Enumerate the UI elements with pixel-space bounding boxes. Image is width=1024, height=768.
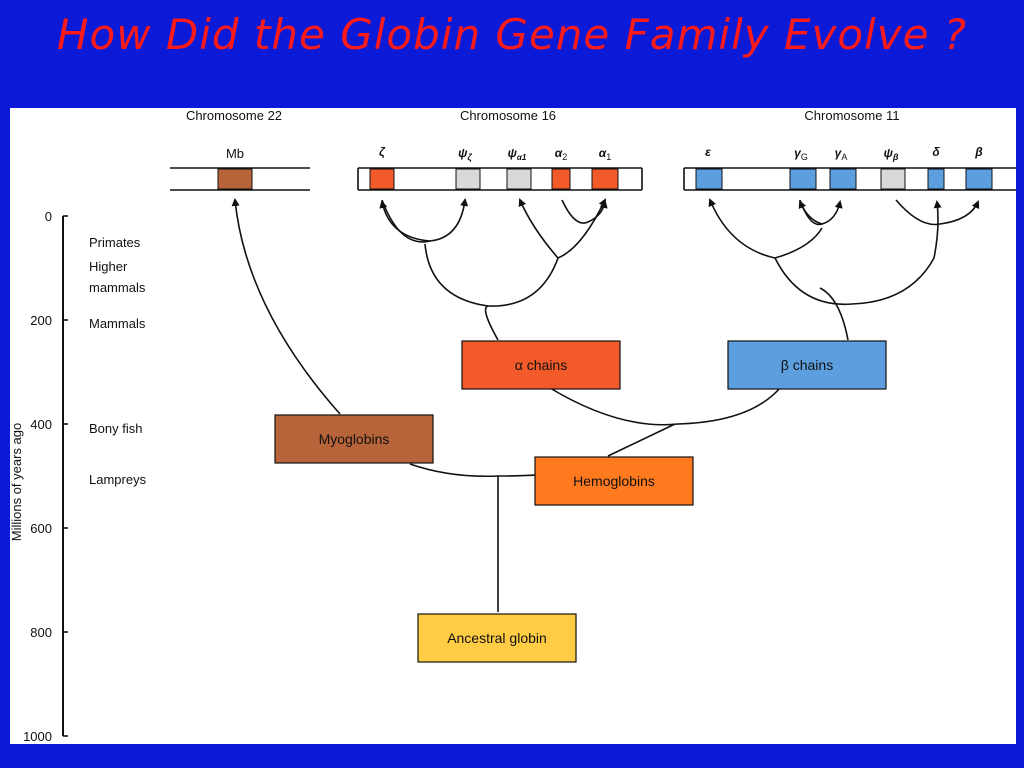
- alpha-chains-box: α chains: [461, 340, 621, 390]
- gene-zeta-label: ζ: [379, 145, 386, 159]
- gene-psi-zeta-label: ψζ: [458, 146, 472, 162]
- era-label-primates: Primates: [89, 235, 141, 250]
- gene-gamma-a-label: γA: [835, 146, 848, 162]
- phylogeny-branches: [231, 198, 980, 612]
- gene-epsilon-label: ε: [705, 145, 711, 159]
- tick-label: 400: [30, 417, 52, 432]
- myoglobins-label: Myoglobins: [319, 431, 390, 447]
- gene-mb-segment: [217, 168, 253, 190]
- beta-chains-label: β chains: [781, 357, 833, 373]
- chromosome-16-label: Chromosome 16: [460, 108, 556, 123]
- chromosome-16-track: [357, 167, 643, 191]
- hemoglobins-label: Hemoglobins: [573, 473, 655, 489]
- era-label-higher-mammals: Higher mammals: [89, 259, 146, 295]
- gene-mb-label: Mb: [226, 146, 244, 161]
- gene-alpha1-segment: [591, 168, 619, 190]
- axis-title: Millions of years ago: [10, 423, 24, 542]
- gene-zeta-segment: [369, 168, 395, 190]
- chromosome-11-label: Chromosome 11: [804, 108, 899, 123]
- era-label-lampreys: Lampreys: [89, 472, 147, 487]
- beta-chains-box: β chains: [727, 340, 887, 390]
- gene-delta-segment: [927, 168, 945, 190]
- gene-alpha1-label: α1: [599, 146, 611, 162]
- gene-gamma-g-segment: [789, 168, 817, 190]
- ancestral-globin-box: Ancestral globin: [417, 613, 577, 663]
- hemoglobins-box: Hemoglobins: [534, 456, 694, 506]
- gene-psi-alpha1-segment: [506, 168, 532, 190]
- globin-evolution-figure: Chromosome 22 Chromosome 16 Chromosome 1…: [9, 108, 1016, 744]
- tick-label: 1000: [23, 729, 52, 744]
- gene-delta-label: δ: [932, 145, 940, 159]
- gene-gamma-g-label: γG: [794, 146, 808, 162]
- tick-label: 200: [30, 313, 52, 328]
- gene-psi-alpha1-label: ψα1: [508, 146, 527, 162]
- gene-psi-beta-label: ψβ: [884, 146, 899, 162]
- alpha-chains-label: α chains: [515, 357, 567, 373]
- myoglobins-box: Myoglobins: [274, 414, 434, 464]
- gene-psi-zeta-segment: [455, 168, 481, 190]
- gene-beta-segment: [965, 168, 993, 190]
- chromosome-11-track: [683, 167, 1016, 191]
- gene-gamma-a-segment: [829, 168, 857, 190]
- gene-psi-beta-segment: [880, 168, 906, 190]
- era-label-bony-fish: Bony fish: [89, 421, 142, 436]
- gene-alpha2-label: α2: [555, 146, 567, 162]
- chromosome-22-label: Chromosome 22: [186, 108, 282, 123]
- era-label-mammals: Mammals: [89, 316, 146, 331]
- gene-epsilon-segment: [695, 168, 723, 190]
- phylogeny-diagram: Chromosome 22 Chromosome 16 Chromosome 1…: [9, 108, 1016, 744]
- slide-title: How Did the Globin Gene Family Evolve ?: [56, 10, 968, 59]
- tick-label: 0: [45, 209, 52, 224]
- era-label-higher-mammals-text: Higher: [89, 259, 128, 274]
- tick-label: 600: [30, 521, 52, 536]
- ancestral-globin-label: Ancestral globin: [447, 630, 547, 646]
- gene-alpha2-segment: [551, 168, 571, 190]
- time-axis: 0 200 400 600 800 1000 Millions of years…: [9, 209, 68, 744]
- tick-label: 800: [30, 625, 52, 640]
- gene-beta-label: β: [974, 145, 983, 159]
